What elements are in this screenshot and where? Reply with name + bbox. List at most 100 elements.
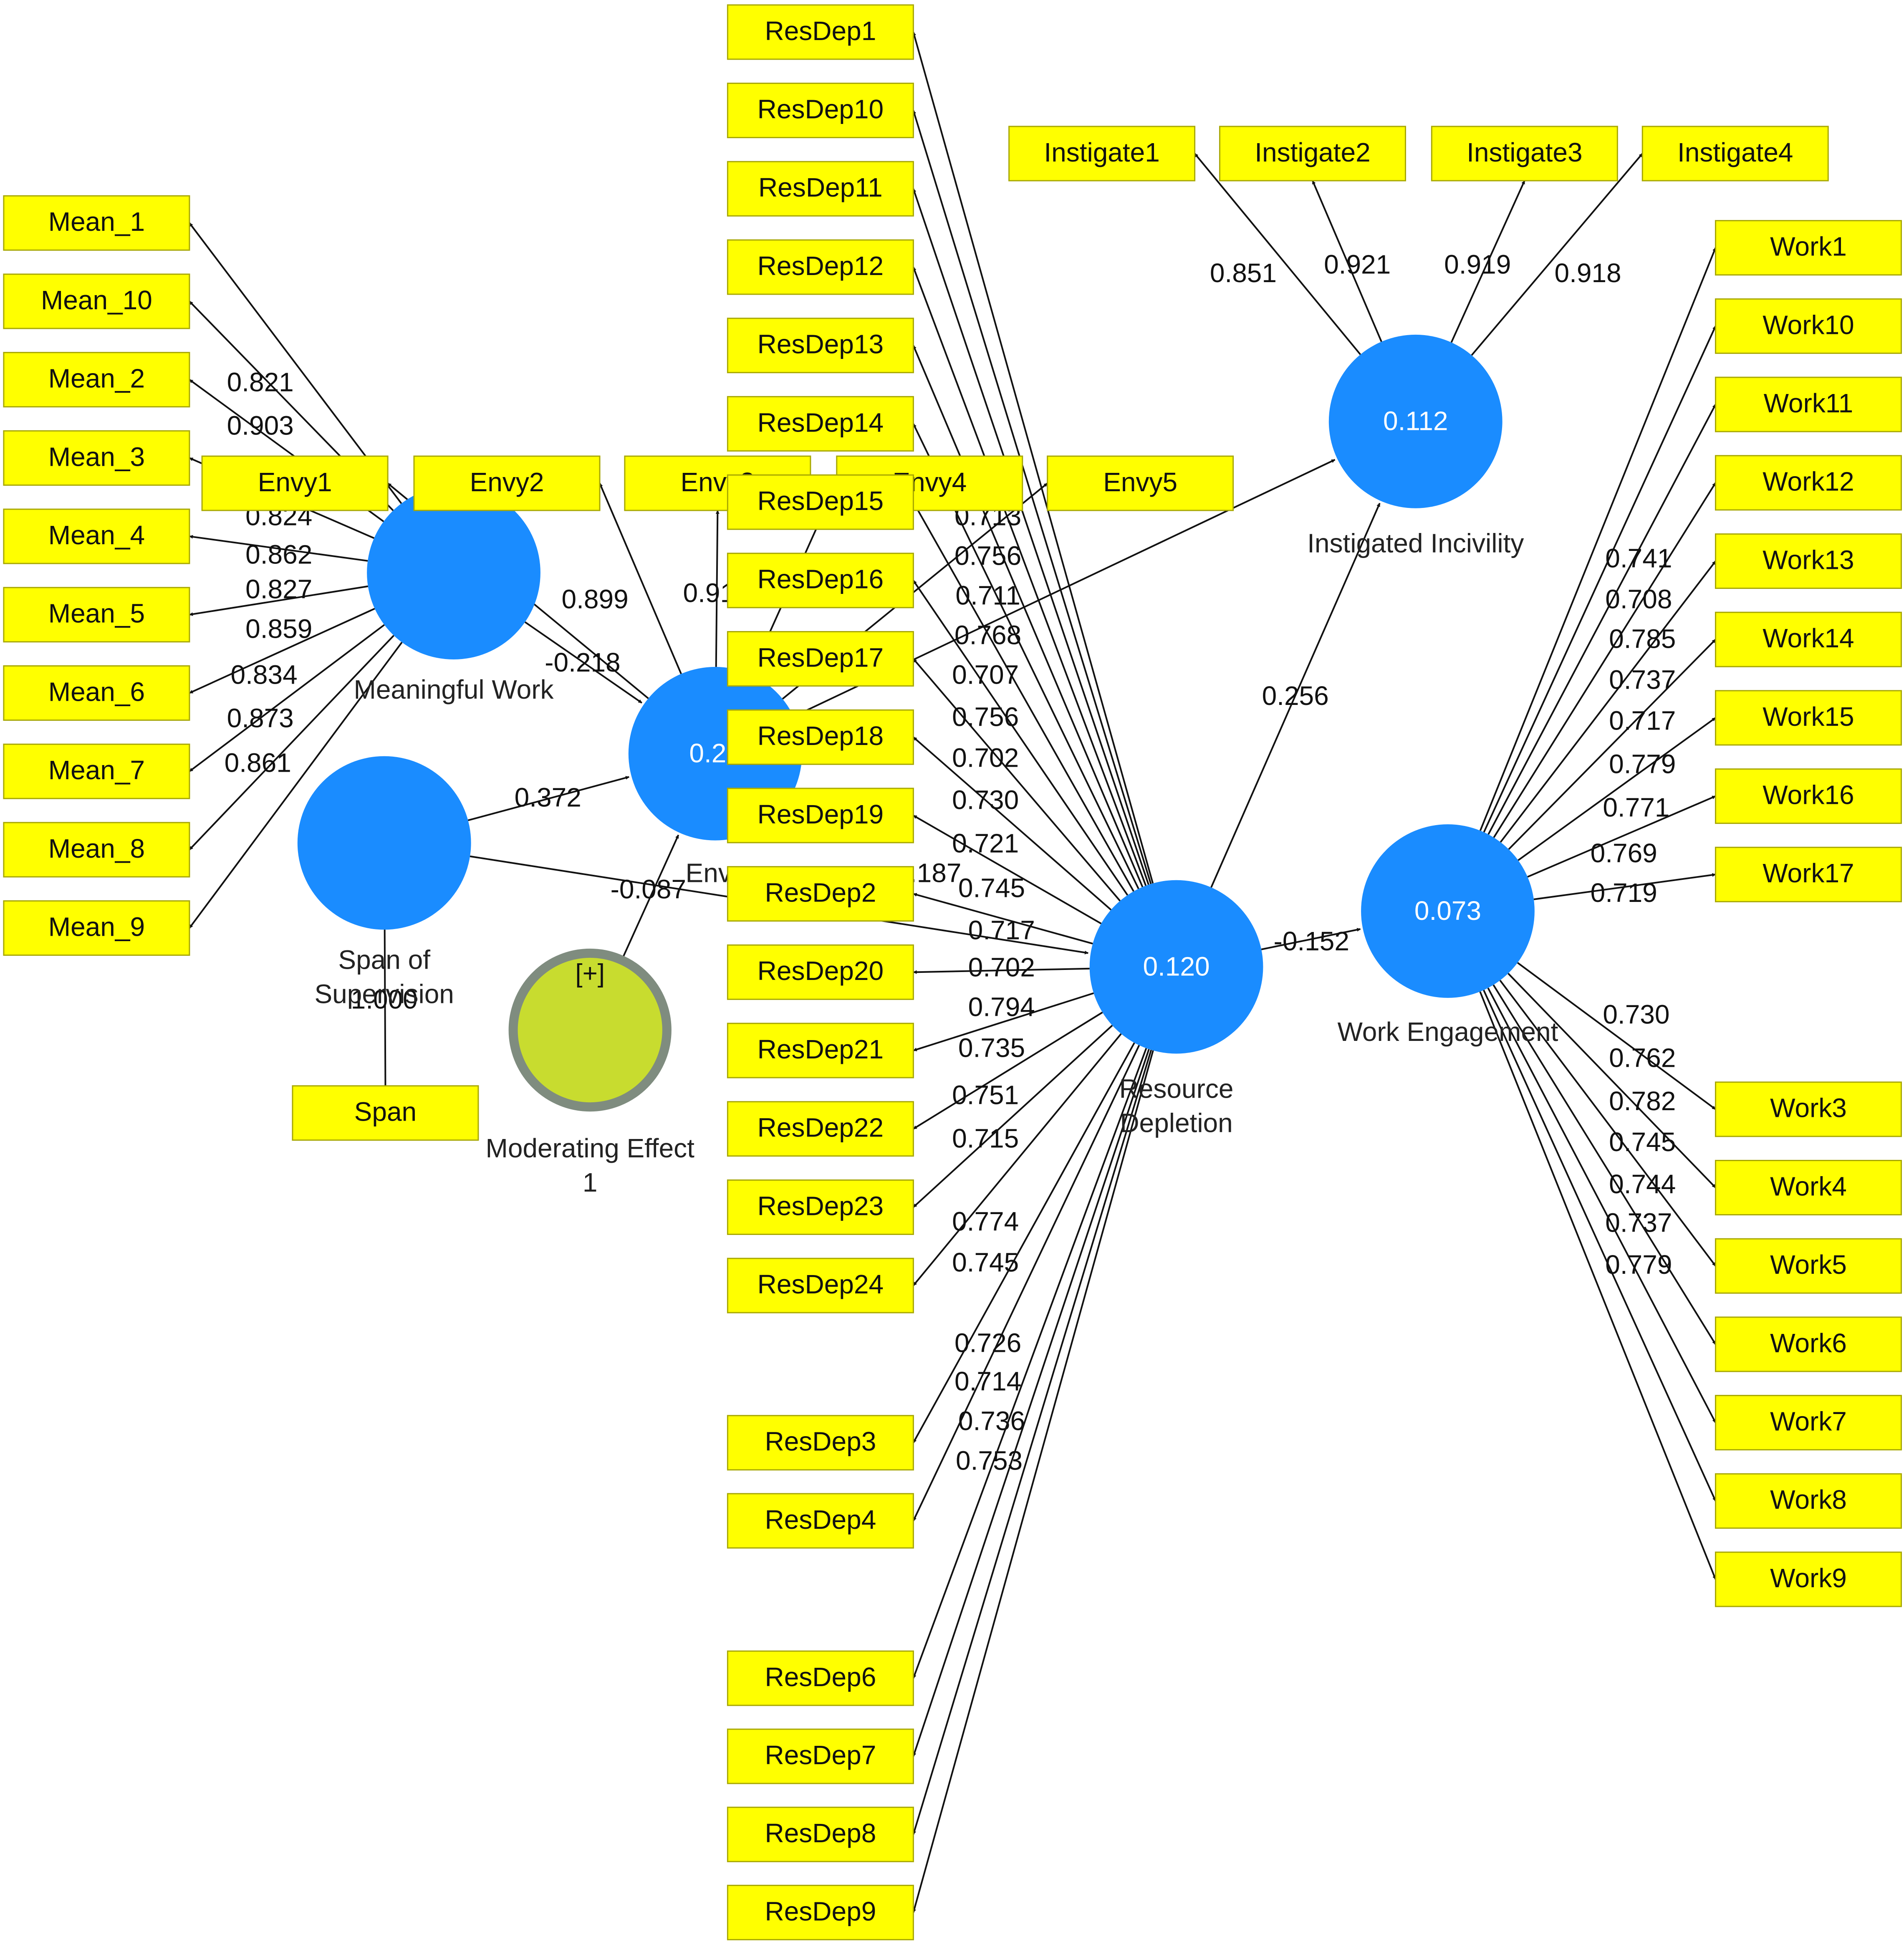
indicator-span[interactable]: Span <box>292 1085 479 1141</box>
loading-label-resdep-2: 0.711 <box>955 580 1020 610</box>
indicator-work9[interactable]: Work9 <box>1715 1551 1902 1607</box>
indicator-resdep18[interactable]: ResDep18 <box>727 709 914 765</box>
indicator-work3[interactable]: Work3 <box>1715 1081 1902 1137</box>
path-coef-span-envy: 0.372 <box>515 783 581 813</box>
indicator-mean-9[interactable]: Mean_9 <box>3 900 190 956</box>
indicator-resdep6[interactable]: ResDep6 <box>727 1650 914 1706</box>
indicator-box <box>727 788 914 843</box>
indicator-work13[interactable]: Work13 <box>1715 533 1902 589</box>
indicator-work12[interactable]: Work12 <box>1715 455 1902 511</box>
indicator-resdep12[interactable]: ResDep12 <box>727 239 914 295</box>
loading-label-workeng-4: 0.717 <box>1609 705 1676 735</box>
indicator-mean-4[interactable]: Mean_4 <box>3 508 190 564</box>
indicator-resdep16[interactable]: ResDep16 <box>727 553 914 609</box>
expand-plus-icon[interactable]: [+] <box>575 959 605 988</box>
indicator-resdep3[interactable]: ResDep3 <box>727 1415 914 1471</box>
loading-edge-mean-8 <box>189 635 394 851</box>
indicator-envy5[interactable]: Envy5 <box>1047 455 1234 511</box>
indicator-resdep10[interactable]: ResDep10 <box>727 83 914 139</box>
loading-label-resdep-10: 0.717 <box>968 915 1035 945</box>
indicator-mean-7[interactable]: Mean_7 <box>3 743 190 799</box>
indicator-resdep20[interactable]: ResDep20 <box>727 944 914 1000</box>
indicator-label: Instigate3 <box>1467 137 1583 167</box>
path-edge-moderating-envy <box>621 834 679 961</box>
indicator-instigate2[interactable]: Instigate2 <box>1219 126 1406 182</box>
indicator-resdep8[interactable]: ResDep8 <box>727 1806 914 1862</box>
indicator-mean-5[interactable]: Mean_5 <box>3 587 190 643</box>
indicator-box <box>727 1884 914 1940</box>
loading-edge-mean-4 <box>189 535 368 562</box>
loading-label-workeng-10: 0.762 <box>1609 1043 1676 1073</box>
indicator-work16[interactable]: Work16 <box>1715 768 1902 824</box>
indicator-instigate1[interactable]: Instigate1 <box>1008 126 1196 182</box>
loading-edge-work4 <box>1508 972 1716 1188</box>
indicator-label: Mean_9 <box>48 912 145 942</box>
indicator-resdep2[interactable]: ResDep2 <box>727 866 914 922</box>
indicator-label: Envy1 <box>258 467 332 497</box>
indicator-resdep13[interactable]: ResDep13 <box>727 318 914 374</box>
indicator-envy2[interactable]: Envy2 <box>413 455 601 511</box>
loading-edge-work15 <box>1518 717 1716 861</box>
indicator-resdep21[interactable]: ResDep21 <box>727 1023 914 1078</box>
indicator-resdep17[interactable]: ResDep17 <box>727 631 914 687</box>
indicator-resdep9[interactable]: ResDep9 <box>727 1884 914 1940</box>
indicator-resdep22[interactable]: ResDep22 <box>727 1101 914 1157</box>
indicator-instigate3[interactable]: Instigate3 <box>1431 126 1618 182</box>
loading-label-envy-1: 0.91 <box>683 578 735 608</box>
indicator-resdep7[interactable]: ResDep7 <box>727 1728 914 1784</box>
indicator-work4[interactable]: Work4 <box>1715 1160 1902 1216</box>
indicator-label: ResDep24 <box>758 1269 884 1299</box>
indicator-work10[interactable]: Work10 <box>1715 298 1902 354</box>
indicator-label: Work13 <box>1763 545 1854 575</box>
indicator-work5[interactable]: Work5 <box>1715 1238 1902 1294</box>
indicator-label: ResDep22 <box>758 1113 884 1143</box>
indicator-label: Work14 <box>1763 623 1854 653</box>
indicator-label: Mean_3 <box>48 442 145 472</box>
loading-label-workeng-0: 0.741 <box>1605 543 1672 573</box>
indicator-mean-8[interactable]: Mean_8 <box>3 822 190 878</box>
indicator-work17[interactable]: Work17 <box>1715 846 1902 902</box>
indicator-resdep14[interactable]: ResDep14 <box>727 396 914 452</box>
indicator-work11[interactable]: Work11 <box>1715 376 1902 432</box>
indicator-resdep24[interactable]: ResDep24 <box>727 1258 914 1313</box>
indicator-box <box>727 1728 914 1784</box>
loading-label-span-0: 1.000 <box>351 985 418 1015</box>
latent-meaningful[interactable]: Meaningful Work <box>354 486 554 705</box>
loading-label-resdep-8: 0.721 <box>952 828 1019 858</box>
indicator-resdep4[interactable]: ResDep4 <box>727 1493 914 1549</box>
indicator-label: ResDep10 <box>758 94 884 124</box>
indicator-work14[interactable]: Work14 <box>1715 611 1902 667</box>
path-coef-moderating-envy: -0.087 <box>611 874 686 904</box>
indicator-label: ResDep3 <box>765 1427 876 1457</box>
indicator-mean-2[interactable]: Mean_2 <box>3 352 190 408</box>
indicator-resdep15[interactable]: ResDep15 <box>727 474 914 530</box>
indicator-mean-6[interactable]: Mean_6 <box>3 665 190 721</box>
indicator-work6[interactable]: Work6 <box>1715 1316 1902 1372</box>
indicator-work7[interactable]: Work7 <box>1715 1395 1902 1451</box>
indicator-resdep11[interactable]: ResDep11 <box>727 161 914 217</box>
indicator-mean-3[interactable]: Mean_3 <box>3 430 190 486</box>
indicator-work15[interactable]: Work15 <box>1715 690 1902 746</box>
indicator-resdep1[interactable]: ResDep1 <box>727 4 914 60</box>
indicator-box <box>727 1415 914 1471</box>
indicator-work8[interactable]: Work8 <box>1715 1473 1902 1529</box>
indicator-label: ResDep19 <box>758 799 884 829</box>
indicator-instigate4[interactable]: Instigate4 <box>1641 126 1829 182</box>
indicator-mean-10[interactable]: Mean_10 <box>3 273 190 329</box>
indicator-envy1[interactable]: Envy1 <box>201 455 389 511</box>
indicator-resdep19[interactable]: ResDep19 <box>727 788 914 843</box>
indicator-box <box>3 430 190 486</box>
indicator-label: ResDep21 <box>758 1034 884 1064</box>
indicator-box <box>727 944 914 1000</box>
loading-edge-resdep15 <box>912 502 1134 892</box>
indicator-work1[interactable]: Work1 <box>1715 220 1902 276</box>
indicator-mean-1[interactable]: Mean_1 <box>3 195 190 251</box>
loading-label-workeng-6: 0.771 <box>1603 792 1669 822</box>
indicator-resdep23[interactable]: ResDep23 <box>727 1179 914 1235</box>
